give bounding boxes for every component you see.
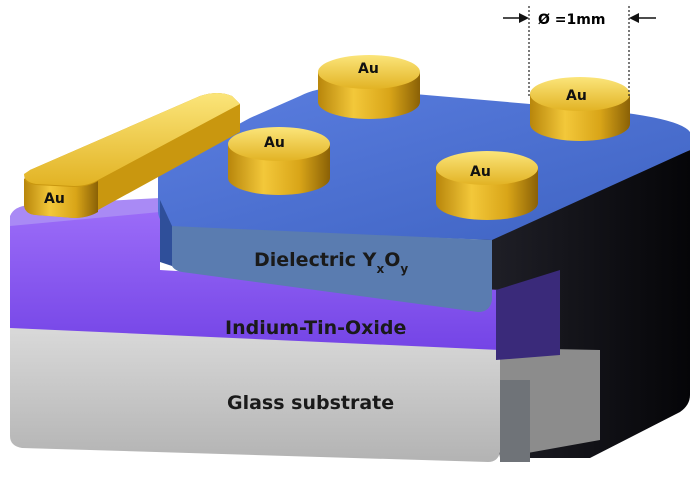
au-front-left-label: Au — [264, 135, 285, 151]
au-electrode-front-right: Au — [436, 151, 538, 220]
au-electrode-front-left: Au — [228, 127, 330, 195]
au-bar-label: Au — [44, 191, 65, 207]
dielectric-label: Dielectric YxOy — [254, 249, 408, 276]
glass-substrate-layer — [10, 325, 600, 462]
au-front-right-label: Au — [470, 164, 491, 180]
diameter-label: Ø =1mm — [538, 12, 605, 28]
glass-label: Glass substrate — [227, 392, 394, 414]
au-top-right-label: Au — [566, 88, 587, 104]
diameter-dimension: Ø =1mm — [503, 6, 656, 98]
au-electrode-top-center: Au — [318, 55, 420, 119]
ito-label: Indium-Tin-Oxide — [225, 317, 406, 339]
au-bar-electrode: Au — [24, 93, 240, 218]
au-top-center-label: Au — [358, 61, 379, 77]
au-electrode-top-right: Au — [530, 77, 630, 141]
